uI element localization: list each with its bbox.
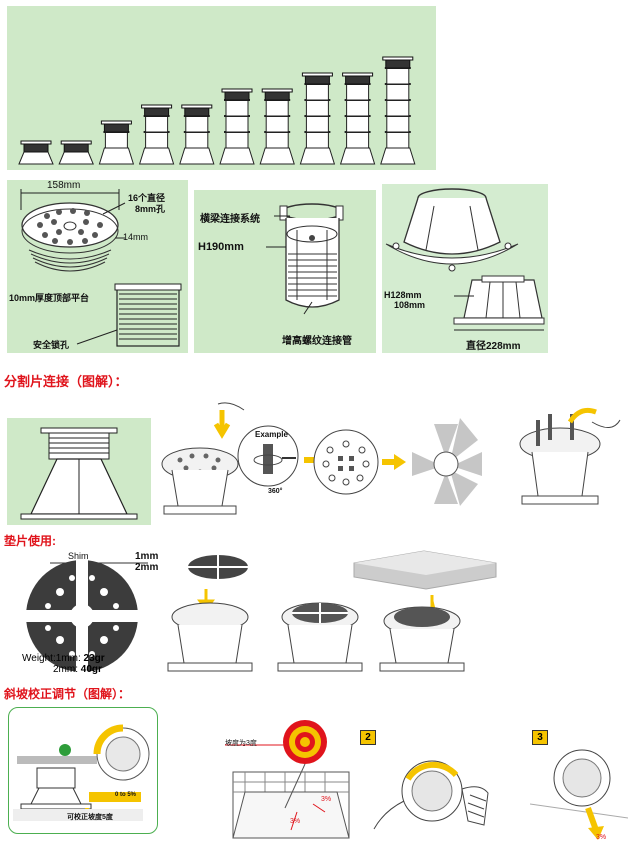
rotate-adjust-drawing bbox=[373, 760, 489, 830]
holes-label-line2: 8mm孔 bbox=[135, 204, 166, 214]
shim-install-sequence bbox=[167, 550, 497, 672]
slope-floor-drawing bbox=[225, 720, 350, 839]
shim-2mm-label: 2mm bbox=[135, 562, 159, 573]
pedestal-base-drawing bbox=[385, 188, 545, 331]
split-connect-heading: 分割片连接（图解）： bbox=[4, 374, 128, 389]
height-128mm-label: H128mm bbox=[384, 290, 422, 300]
pedestal-size-banner bbox=[7, 6, 436, 170]
slope-pct-c: 3% bbox=[596, 834, 607, 841]
pedestal-row-illustration bbox=[18, 56, 416, 165]
slope-adjust-heading: 斜坡校正调节（图解）： bbox=[4, 687, 131, 701]
height-190mm-label: H190mm bbox=[198, 241, 244, 253]
holes-label-line1: 16个直径 bbox=[128, 193, 166, 203]
diameter-228mm-label: 直径228mm bbox=[466, 341, 521, 352]
connector-diagram: 横梁连接系统 H190mm 增高螺纹连接管 bbox=[194, 190, 376, 353]
top-plate-drawing bbox=[20, 189, 182, 347]
banner-pedestal bbox=[259, 88, 295, 165]
slope-range-label: 0 to 5% bbox=[115, 792, 137, 798]
banner-pedestal bbox=[299, 72, 336, 165]
beam-connection-label: 横梁连接系统 bbox=[200, 214, 260, 225]
shim-1mm-label: 1mm bbox=[135, 551, 159, 562]
shim-weight-2mm: 2mm: 40gr bbox=[53, 664, 102, 675]
rotation-360-label: 360° bbox=[268, 488, 283, 495]
slope-caption: 可校正坡度5度 bbox=[67, 814, 113, 821]
slope-pct-b: 3% bbox=[290, 818, 301, 825]
banner-pedestal bbox=[179, 104, 215, 165]
base-diagram: H128mm 108mm 直径228mm bbox=[382, 184, 548, 353]
safety-lock-hole-label: 安全锁孔 bbox=[33, 340, 70, 350]
example-label: Example bbox=[255, 430, 288, 439]
shim-label: Shim bbox=[68, 551, 89, 561]
slope-result-drawing bbox=[530, 749, 628, 840]
weight-2mm-value: 40gr bbox=[80, 664, 102, 675]
banner-pedestal bbox=[380, 56, 416, 165]
banner-pedestal bbox=[138, 104, 175, 165]
shim-disc-drawing bbox=[24, 558, 148, 676]
step-2-number: 2 bbox=[365, 732, 371, 743]
step-3-badge: 3 bbox=[532, 730, 548, 745]
top-plate-thickness-label: 10mm厚度顶部平台 bbox=[9, 293, 90, 303]
weight-1mm-label: Weight:1mm: bbox=[22, 653, 81, 664]
dimension-158mm: 158mm bbox=[47, 180, 81, 191]
banner-pedestal bbox=[18, 140, 54, 165]
shim-use-heading: 垫片使用: bbox=[4, 534, 56, 548]
banner-pedestal bbox=[219, 88, 255, 165]
slope-pct-a: 3% bbox=[321, 796, 332, 803]
dimension-14mm: 14mm bbox=[123, 232, 149, 242]
shim-weight-1mm: Weight:1mm: 23gr bbox=[22, 653, 105, 664]
step-2-badge: 2 bbox=[360, 730, 376, 745]
step-3-number: 3 bbox=[537, 732, 543, 743]
pedestal-photo-panel bbox=[7, 418, 151, 525]
pedestal-side-view bbox=[20, 427, 138, 520]
height-108mm-label: 108mm bbox=[394, 300, 426, 310]
banner-pedestal bbox=[98, 120, 135, 165]
weight-2mm-label: 2mm: bbox=[53, 664, 78, 675]
weight-1mm-value: 23gr bbox=[83, 653, 105, 664]
slope-adjust-drawing bbox=[13, 724, 150, 821]
banner-pedestal bbox=[339, 72, 376, 165]
slope-3deg-label: 坡度为3度 bbox=[225, 740, 257, 747]
slope-range-panel: 0 to 5% 可校正坡度5度 bbox=[8, 707, 158, 834]
top-plate-diagram: 158mm 16个直径 8mm孔 14mm 10mm厚度顶部平台 安全锁孔 bbox=[7, 180, 188, 353]
split-connect-sequence bbox=[161, 402, 621, 515]
thread-connector-drawing bbox=[266, 203, 344, 315]
banner-pedestal bbox=[58, 140, 94, 165]
thread-extension-label: 增高螺纹连接管 bbox=[282, 336, 352, 347]
